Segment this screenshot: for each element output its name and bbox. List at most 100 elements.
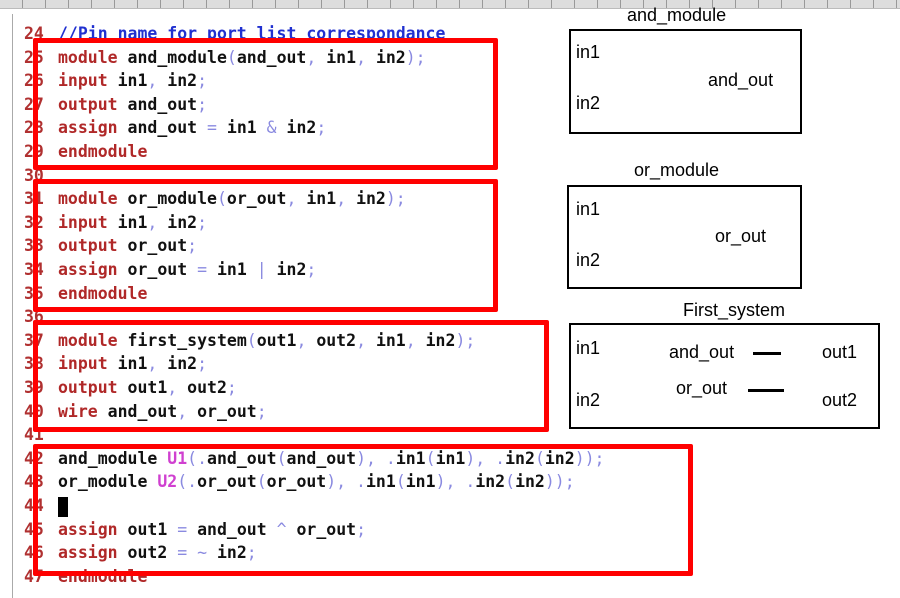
first-system-block bbox=[569, 323, 880, 429]
and-module-out: and_out bbox=[708, 70, 774, 90]
code-token: in1 bbox=[107, 212, 148, 232]
code-token: ), . bbox=[465, 448, 506, 468]
code-token: ( bbox=[425, 448, 436, 468]
code-token: , bbox=[356, 47, 376, 67]
code-token: in2 bbox=[167, 354, 198, 374]
code-token: and_module bbox=[117, 47, 227, 67]
highlight-box-or-module bbox=[33, 179, 498, 312]
code-token: in2 bbox=[475, 472, 506, 492]
first-system-wire-or-out: or_out bbox=[676, 378, 728, 398]
wire-line bbox=[748, 389, 784, 392]
code-token: out1 bbox=[117, 519, 178, 539]
code-token: endmodule bbox=[58, 283, 148, 303]
code-token: ( bbox=[534, 448, 545, 468]
gutter-line bbox=[12, 14, 13, 598]
code-token: )); bbox=[574, 448, 605, 468]
code-token: ; bbox=[306, 260, 317, 279]
code-token: (. bbox=[187, 448, 208, 468]
code-token: , bbox=[306, 47, 327, 67]
or-module-out: or_out bbox=[715, 226, 767, 246]
code-token: in2 bbox=[276, 260, 307, 279]
or-module-in2: in2 bbox=[576, 250, 601, 270]
code-token: output bbox=[58, 94, 118, 114]
or-module-block bbox=[567, 185, 802, 289]
code-token: and_module bbox=[58, 448, 168, 468]
code-token: (. bbox=[177, 472, 198, 492]
code-token: input bbox=[58, 212, 108, 232]
code-token: ( bbox=[226, 47, 237, 67]
code-token: or_module bbox=[117, 189, 217, 209]
code-token: output bbox=[58, 378, 118, 397]
code-token: and_out bbox=[197, 519, 277, 539]
code-token: ^ bbox=[276, 519, 297, 539]
code-token: out1 bbox=[117, 378, 168, 397]
code-token: ); bbox=[385, 189, 406, 209]
code-token: out2 bbox=[187, 378, 227, 397]
code-token: , bbox=[356, 330, 376, 350]
code-token: ; bbox=[197, 212, 208, 232]
code-token: module bbox=[58, 47, 118, 67]
or-module-title: or_module bbox=[634, 160, 720, 180]
code-token: = ~ bbox=[177, 543, 217, 563]
code-token: output bbox=[58, 236, 118, 256]
code-token: in1 bbox=[395, 448, 426, 468]
code-token: ; bbox=[197, 94, 208, 114]
code-token: in1 bbox=[107, 71, 148, 91]
wire-line bbox=[753, 352, 781, 355]
code-token: , bbox=[405, 330, 426, 350]
code-token: out2 bbox=[117, 543, 178, 563]
code-token: ), . bbox=[356, 448, 396, 468]
code-token: = bbox=[197, 260, 217, 279]
code-token: ; bbox=[187, 236, 198, 256]
code-token: out1 bbox=[256, 330, 297, 350]
first-system-title: First_system bbox=[683, 300, 786, 320]
ruler bbox=[0, 0, 900, 9]
code-token: assign bbox=[58, 543, 118, 563]
code-token: and_out bbox=[97, 401, 178, 421]
code-token: ; bbox=[316, 118, 327, 138]
code-token: in1 bbox=[405, 472, 436, 492]
code-token: in1 bbox=[326, 47, 357, 67]
or-module-in1: in1 bbox=[576, 199, 601, 219]
code-token: in1 bbox=[435, 448, 466, 468]
code-token: in2 bbox=[167, 212, 198, 232]
code-token: ( bbox=[216, 189, 227, 209]
code-token: or_out bbox=[117, 260, 198, 279]
code-token: in2 bbox=[375, 47, 406, 67]
and-module-block bbox=[569, 29, 802, 134]
code-token: out2 bbox=[316, 330, 357, 350]
code-token: in2 bbox=[286, 118, 317, 138]
code-token: in2 bbox=[356, 189, 386, 209]
code-token: = bbox=[207, 118, 227, 138]
code-token: ; bbox=[226, 378, 237, 397]
code-token: in2 bbox=[216, 543, 247, 563]
code-token: and_out bbox=[207, 448, 277, 468]
code-token: and_out bbox=[117, 94, 198, 114]
code-token: , bbox=[336, 189, 357, 209]
code-token: assign bbox=[58, 118, 118, 138]
code-token: in2 bbox=[515, 472, 545, 492]
code-token: & bbox=[266, 118, 287, 138]
code-token: module bbox=[58, 189, 118, 209]
code-token: in2 bbox=[505, 448, 535, 468]
code-token: input bbox=[58, 71, 108, 91]
code-token: , bbox=[286, 189, 307, 209]
code-token: or_out bbox=[296, 519, 357, 539]
code-token: | bbox=[256, 260, 277, 279]
code-token: ; bbox=[256, 401, 267, 421]
highlight-box-and-module bbox=[33, 38, 498, 170]
code-token: = bbox=[177, 519, 198, 539]
code-token: or_out bbox=[197, 401, 257, 421]
